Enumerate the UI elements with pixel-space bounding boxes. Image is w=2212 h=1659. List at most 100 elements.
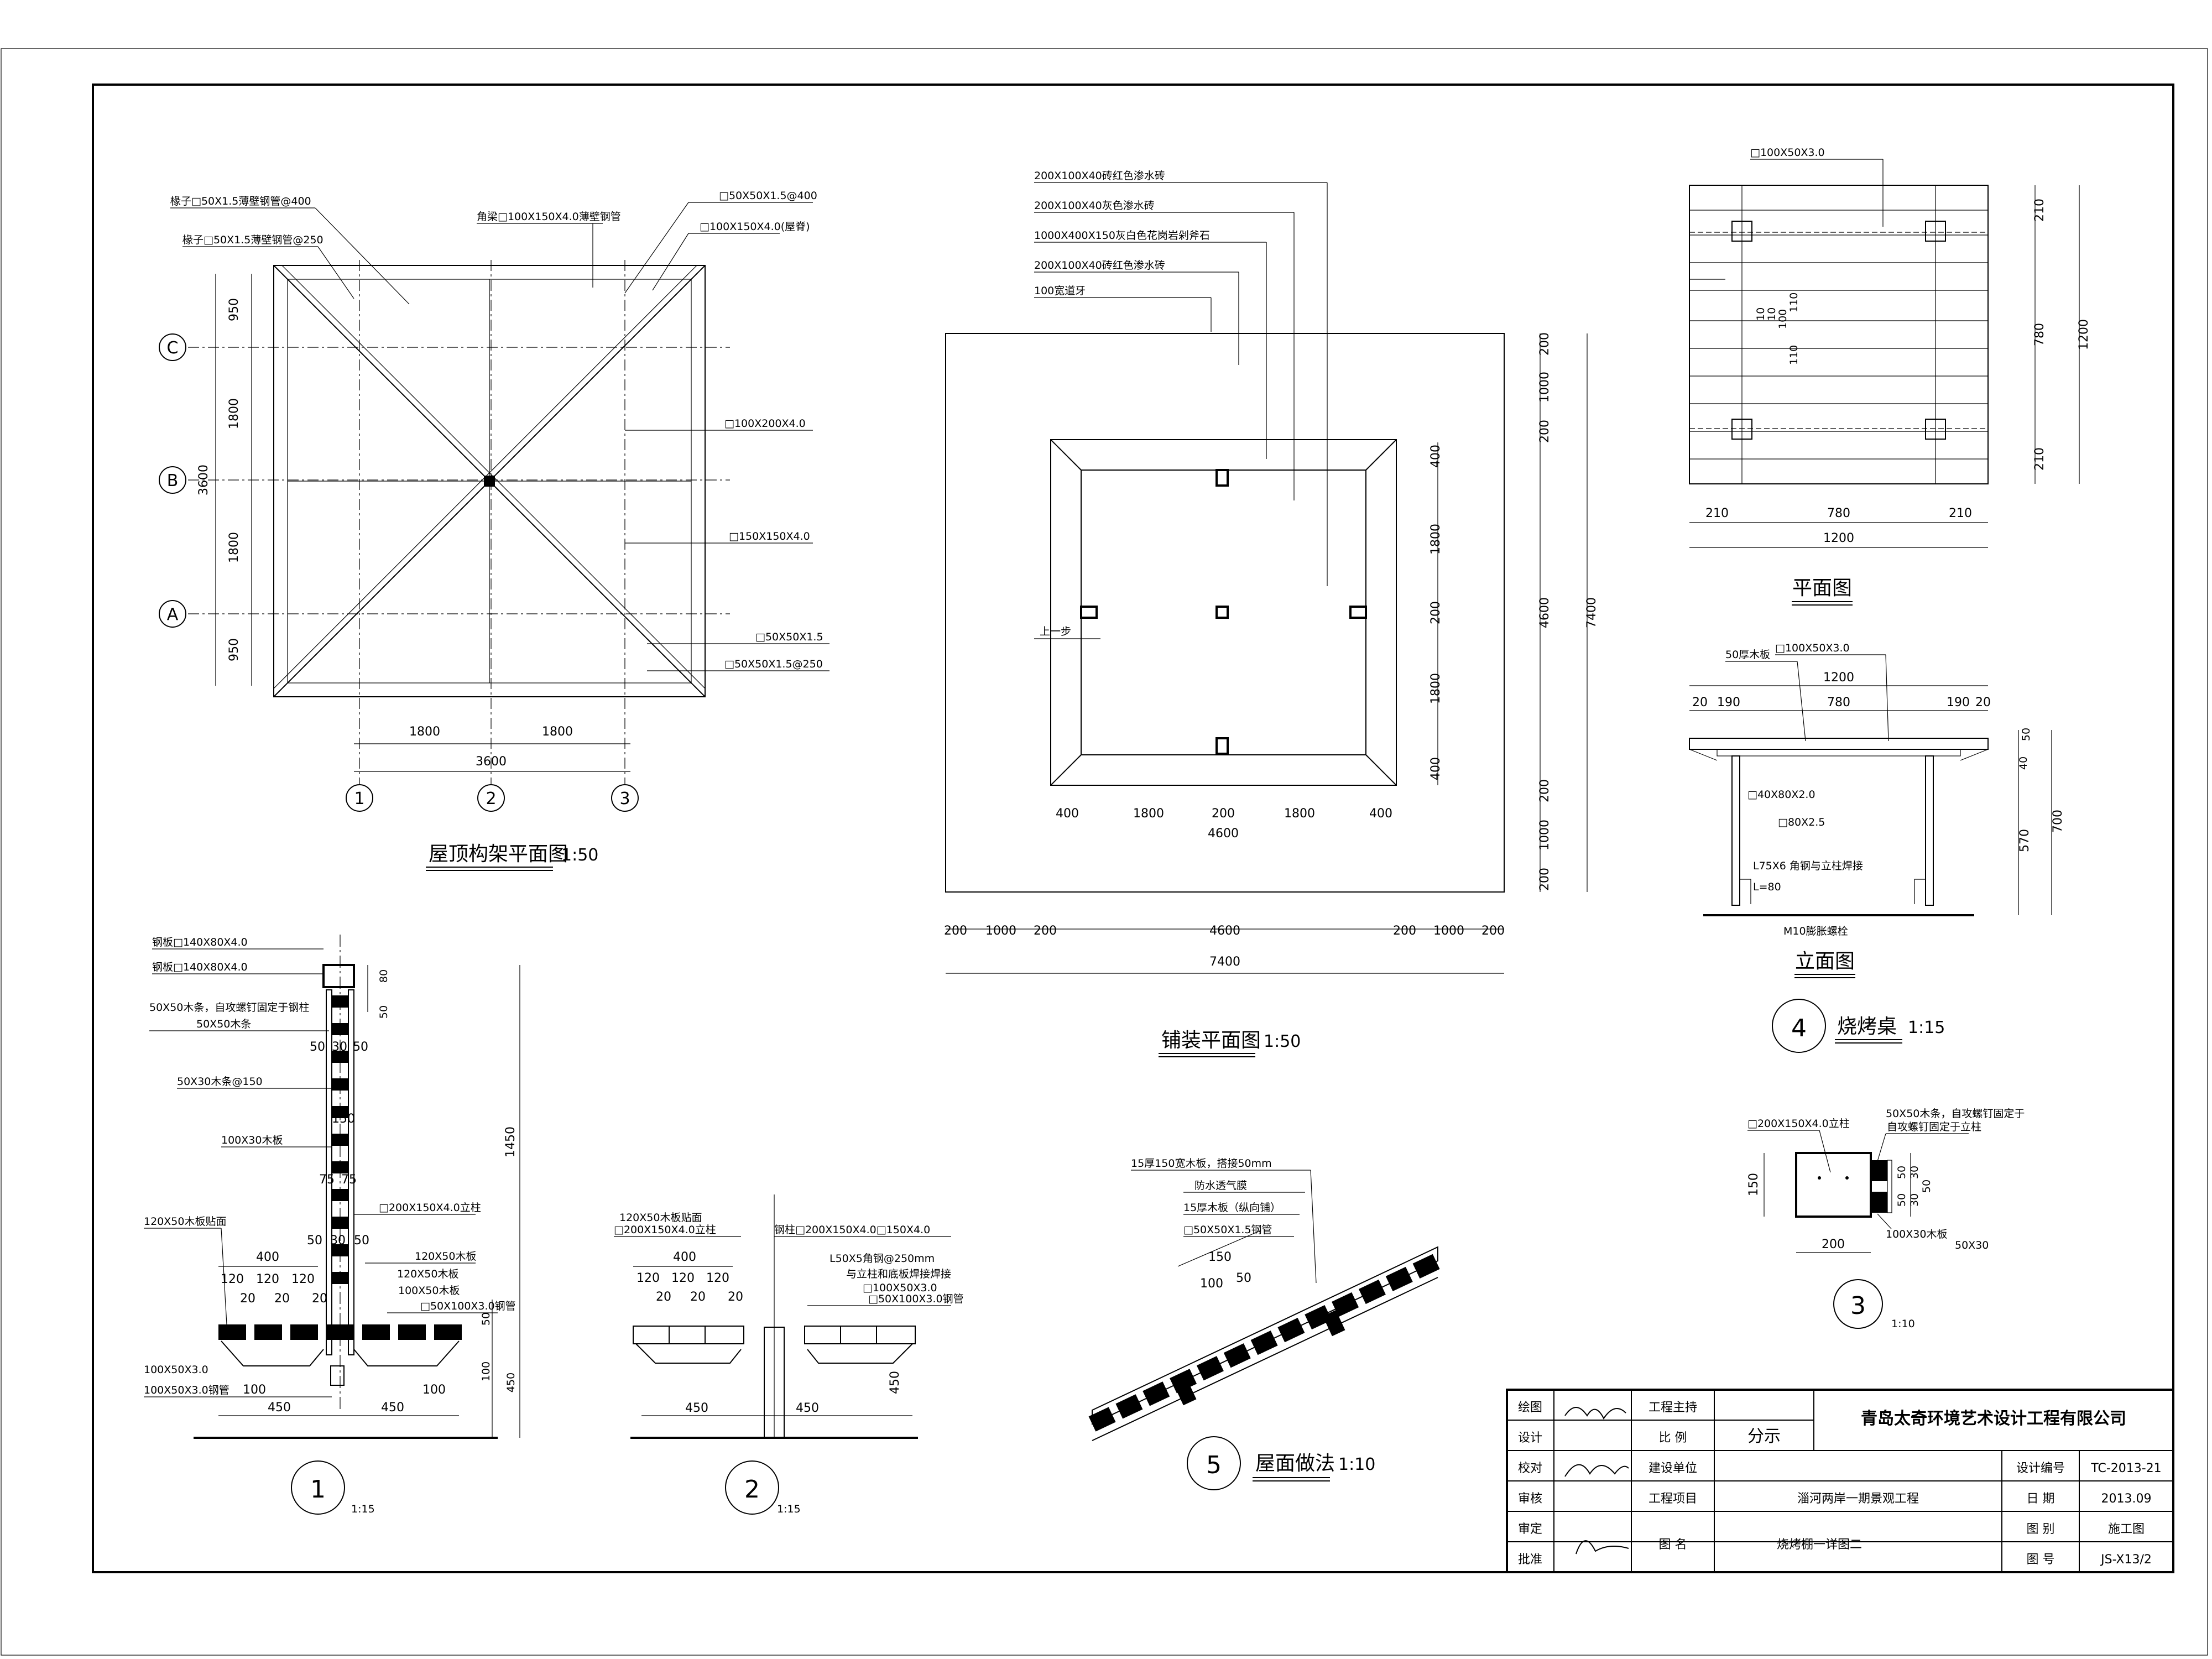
svg-text:200: 200 — [1538, 420, 1552, 443]
signature-1 — [1564, 1407, 1626, 1420]
svg-text:30: 30 — [332, 1040, 347, 1054]
svg-text:平面图: 平面图 — [1792, 577, 1852, 599]
svg-text:设计: 设计 — [1518, 1431, 1542, 1445]
svg-text:950: 950 — [227, 638, 241, 661]
svg-text:批准: 批准 — [1518, 1553, 1542, 1567]
svg-text:TC-2013-21: TC-2013-21 — [2090, 1462, 2161, 1475]
svg-text:80: 80 — [378, 969, 390, 983]
svg-text:□200X150X4.0立柱: □200X150X4.0立柱 — [379, 1202, 481, 1214]
svg-text:2: 2 — [744, 1475, 760, 1504]
svg-text:1800: 1800 — [409, 725, 440, 739]
svg-text:150: 150 — [1208, 1250, 1232, 1264]
axis-row-c: C — [159, 333, 186, 361]
svg-text:1000: 1000 — [985, 924, 1016, 938]
svg-text:3600: 3600 — [197, 465, 211, 495]
detail-3-post-section: □200X150X4.0立柱 50X50木条，自攻螺钉固定于 自攻螺钉固定于立柱… — [1747, 1108, 2025, 1330]
svg-text:□100X50X3.0: □100X50X3.0 — [863, 1282, 937, 1294]
svg-text:450: 450 — [796, 1401, 819, 1415]
svg-text:210: 210 — [2033, 447, 2047, 471]
svg-text:100: 100 — [243, 1383, 266, 1397]
svg-text:120: 120 — [256, 1272, 279, 1286]
svg-text:15厚木板（纵向铺）: 15厚木板（纵向铺） — [1183, 1202, 1281, 1214]
svg-text:淄河两岸一期景观工程: 淄河两岸一期景观工程 — [1797, 1492, 1919, 1506]
svg-text:120X50木板贴面: 120X50木板贴面 — [619, 1212, 702, 1224]
svg-text:15厚150宽木板，搭接50mm: 15厚150宽木板，搭接50mm — [1131, 1157, 1272, 1170]
svg-text:200: 200 — [1538, 779, 1552, 802]
svg-text:建设单位: 建设单位 — [1648, 1462, 1697, 1475]
svg-text:210: 210 — [1705, 507, 1729, 520]
svg-text:700: 700 — [2051, 810, 2065, 833]
svg-text:50: 50 — [1896, 1166, 1908, 1179]
svg-text:□50X50X1.5@400: □50X50X1.5@400 — [719, 190, 817, 202]
svg-text:2: 2 — [486, 789, 496, 808]
svg-text:1:15: 1:15 — [777, 1503, 801, 1515]
svg-text:150: 150 — [332, 1112, 355, 1126]
svg-text:50: 50 — [378, 1005, 390, 1019]
svg-text:烧烤桌: 烧烤桌 — [1837, 1015, 1897, 1038]
svg-text:75: 75 — [341, 1173, 357, 1187]
svg-text:分示: 分示 — [1747, 1427, 1781, 1446]
svg-text:1: 1 — [354, 789, 364, 808]
svg-text:设计编号: 设计编号 — [2016, 1462, 2065, 1475]
svg-text:210: 210 — [1949, 507, 1972, 520]
svg-text:□80X2.5: □80X2.5 — [1778, 816, 1825, 828]
svg-text:钢柱□200X150X4.0□150X4.0: 钢柱□200X150X4.0□150X4.0 — [774, 1224, 930, 1236]
svg-text:□40X80X2.0: □40X80X2.0 — [1747, 789, 1815, 801]
svg-text:200: 200 — [944, 924, 967, 938]
svg-text:50: 50 — [353, 1040, 368, 1054]
svg-text:屋面做法: 屋面做法 — [1255, 1452, 1335, 1475]
detail-5-roof-layers: 15厚150宽木板，搭接50mm 防水透气膜 15厚木板（纵向铺） □50X50… — [1088, 1157, 1442, 1490]
svg-text:200: 200 — [1212, 807, 1235, 821]
svg-text:450: 450 — [888, 1371, 902, 1394]
svg-text:200X100X40灰色渗水砖: 200X100X40灰色渗水砖 — [1034, 200, 1155, 212]
svg-text:200: 200 — [1481, 924, 1505, 938]
svg-text:50: 50 — [1236, 1271, 1251, 1285]
svg-text:□50X50X1.5钢管: □50X50X1.5钢管 — [1183, 1224, 1272, 1236]
svg-text:120: 120 — [706, 1271, 729, 1285]
svg-text:L=80: L=80 — [1753, 881, 1781, 893]
svg-text:450: 450 — [381, 1401, 404, 1415]
svg-text:100X30木板: 100X30木板 — [1886, 1228, 1947, 1240]
svg-text:角梁□100X150X4.0薄壁钢管: 角梁□100X150X4.0薄壁钢管 — [477, 211, 621, 223]
svg-text:50X50木条: 50X50木条 — [196, 1018, 251, 1030]
signature-2 — [1564, 1464, 1629, 1477]
svg-text:1:10: 1:10 — [1891, 1318, 1915, 1330]
svg-text:200: 200 — [1393, 924, 1416, 938]
svg-text:200: 200 — [1822, 1238, 1845, 1251]
svg-text:110: 110 — [1788, 293, 1800, 312]
svg-text:780: 780 — [1827, 507, 1850, 520]
svg-text:4600: 4600 — [1209, 924, 1240, 938]
svg-text:防水透气膜: 防水透气膜 — [1194, 1180, 1247, 1192]
svg-text:400: 400 — [1429, 757, 1443, 780]
svg-text:20: 20 — [1975, 696, 1991, 709]
svg-text:20: 20 — [656, 1290, 671, 1304]
svg-text:工程主持: 工程主持 — [1648, 1401, 1697, 1415]
svg-text:1:15: 1:15 — [351, 1503, 375, 1515]
svg-text:100宽道牙: 100宽道牙 — [1034, 285, 1086, 297]
svg-text:200X100X40砖红色渗水砖: 200X100X40砖红色渗水砖 — [1034, 170, 1165, 182]
svg-text:1800: 1800 — [1284, 807, 1315, 821]
svg-text:150: 150 — [1747, 1173, 1761, 1196]
svg-text:50X30: 50X30 — [1955, 1239, 1989, 1251]
svg-text:400: 400 — [1429, 445, 1443, 468]
svg-text:50X50木条，自攻螺钉固定于: 50X50木条，自攻螺钉固定于 — [1886, 1108, 2025, 1120]
svg-text:1800: 1800 — [542, 725, 573, 739]
svg-text:20: 20 — [728, 1290, 743, 1304]
svg-text:□100X150X4.0(屋脊): □100X150X4.0(屋脊) — [700, 221, 810, 233]
svg-text:工程项目: 工程项目 — [1648, 1492, 1697, 1506]
bbq-table-detail: □100X50X3.0 210 780 210 1200 210 780 120… — [1689, 147, 2091, 1053]
svg-text:120X50木板: 120X50木板 — [397, 1268, 458, 1280]
svg-text:50: 50 — [1896, 1193, 1908, 1207]
detail-1-section: 钢板□140X80X4.0 钢板□140X80X4.0 50X50木条，自攻螺钉… — [144, 935, 520, 1515]
svg-text:B: B — [167, 471, 179, 491]
svg-text:1800: 1800 — [1429, 673, 1443, 704]
svg-text:1200: 1200 — [2077, 319, 2091, 350]
svg-text:200: 200 — [1034, 924, 1057, 938]
svg-text:□100X50X3.0: □100X50X3.0 — [1750, 147, 1825, 159]
svg-text:椽子□50X1.5薄壁钢管@400: 椽子□50X1.5薄壁钢管@400 — [170, 195, 311, 207]
svg-text:3600: 3600 — [476, 755, 507, 769]
svg-text:青岛太奇环境艺术设计工程有限公司: 青岛太奇环境艺术设计工程有限公司 — [1861, 1409, 2126, 1428]
svg-text:A: A — [167, 605, 179, 624]
svg-text:30: 30 — [330, 1234, 346, 1248]
